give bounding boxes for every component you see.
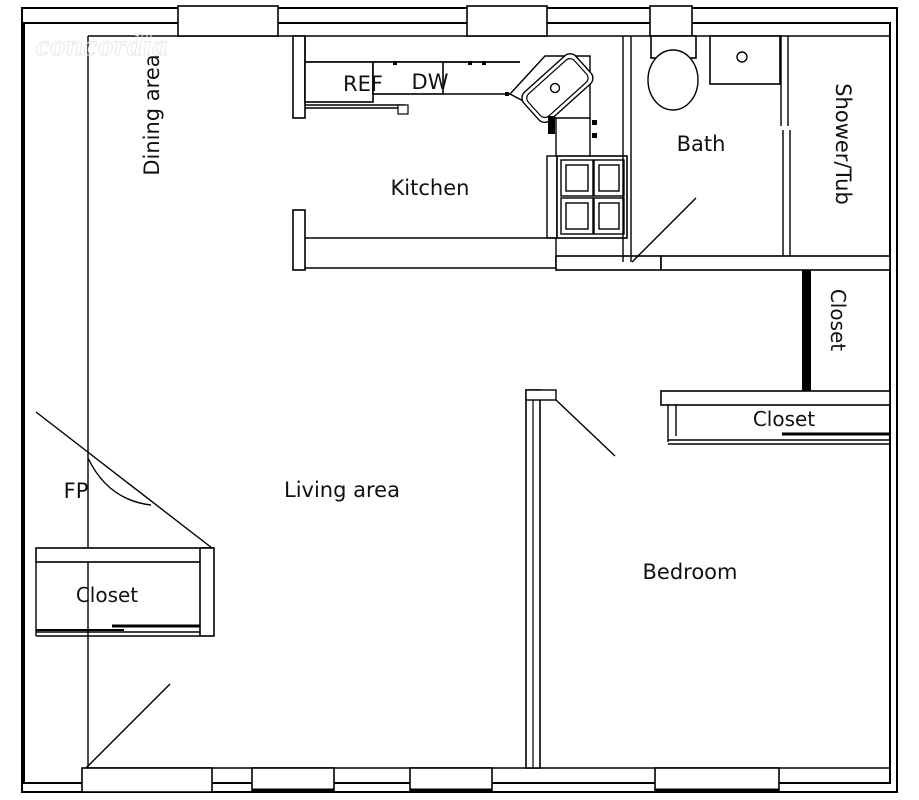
closet-bedroom-top-structure — [660, 390, 891, 445]
room-label-kitchen: Kitchen — [391, 176, 470, 200]
closet-left-structure — [35, 547, 215, 637]
label-closet-bedroom-right: Closet — [826, 289, 850, 351]
entry-door-swing — [85, 683, 171, 769]
label-refrigerator: REF — [343, 72, 383, 96]
bath-fixtures — [647, 35, 781, 111]
closet-bedroom-right-structure — [802, 270, 891, 391]
room-label-bedroom: Bedroom — [643, 560, 738, 584]
label-closet-bedroom-top: Closet — [753, 407, 815, 431]
label-dishwasher: DW — [412, 70, 449, 94]
watermark-text: concordia — [36, 29, 168, 62]
label-closet-left: Closet — [76, 583, 138, 607]
windows-bottom — [81, 767, 780, 793]
room-label-dining: Dining area — [140, 54, 164, 175]
kitchen-casework — [292, 35, 662, 271]
room-label-shower-tub: Shower/Tub — [831, 83, 855, 205]
windows-top — [177, 5, 693, 37]
bedroom-partition — [525, 389, 616, 769]
fireplace-structure — [35, 411, 213, 549]
label-fireplace: FP — [64, 479, 89, 503]
watermark: concordia — [36, 29, 168, 63]
room-label-bath: Bath — [677, 132, 726, 156]
interior-partitions — [622, 36, 891, 271]
room-label-living: Living area — [284, 478, 400, 502]
